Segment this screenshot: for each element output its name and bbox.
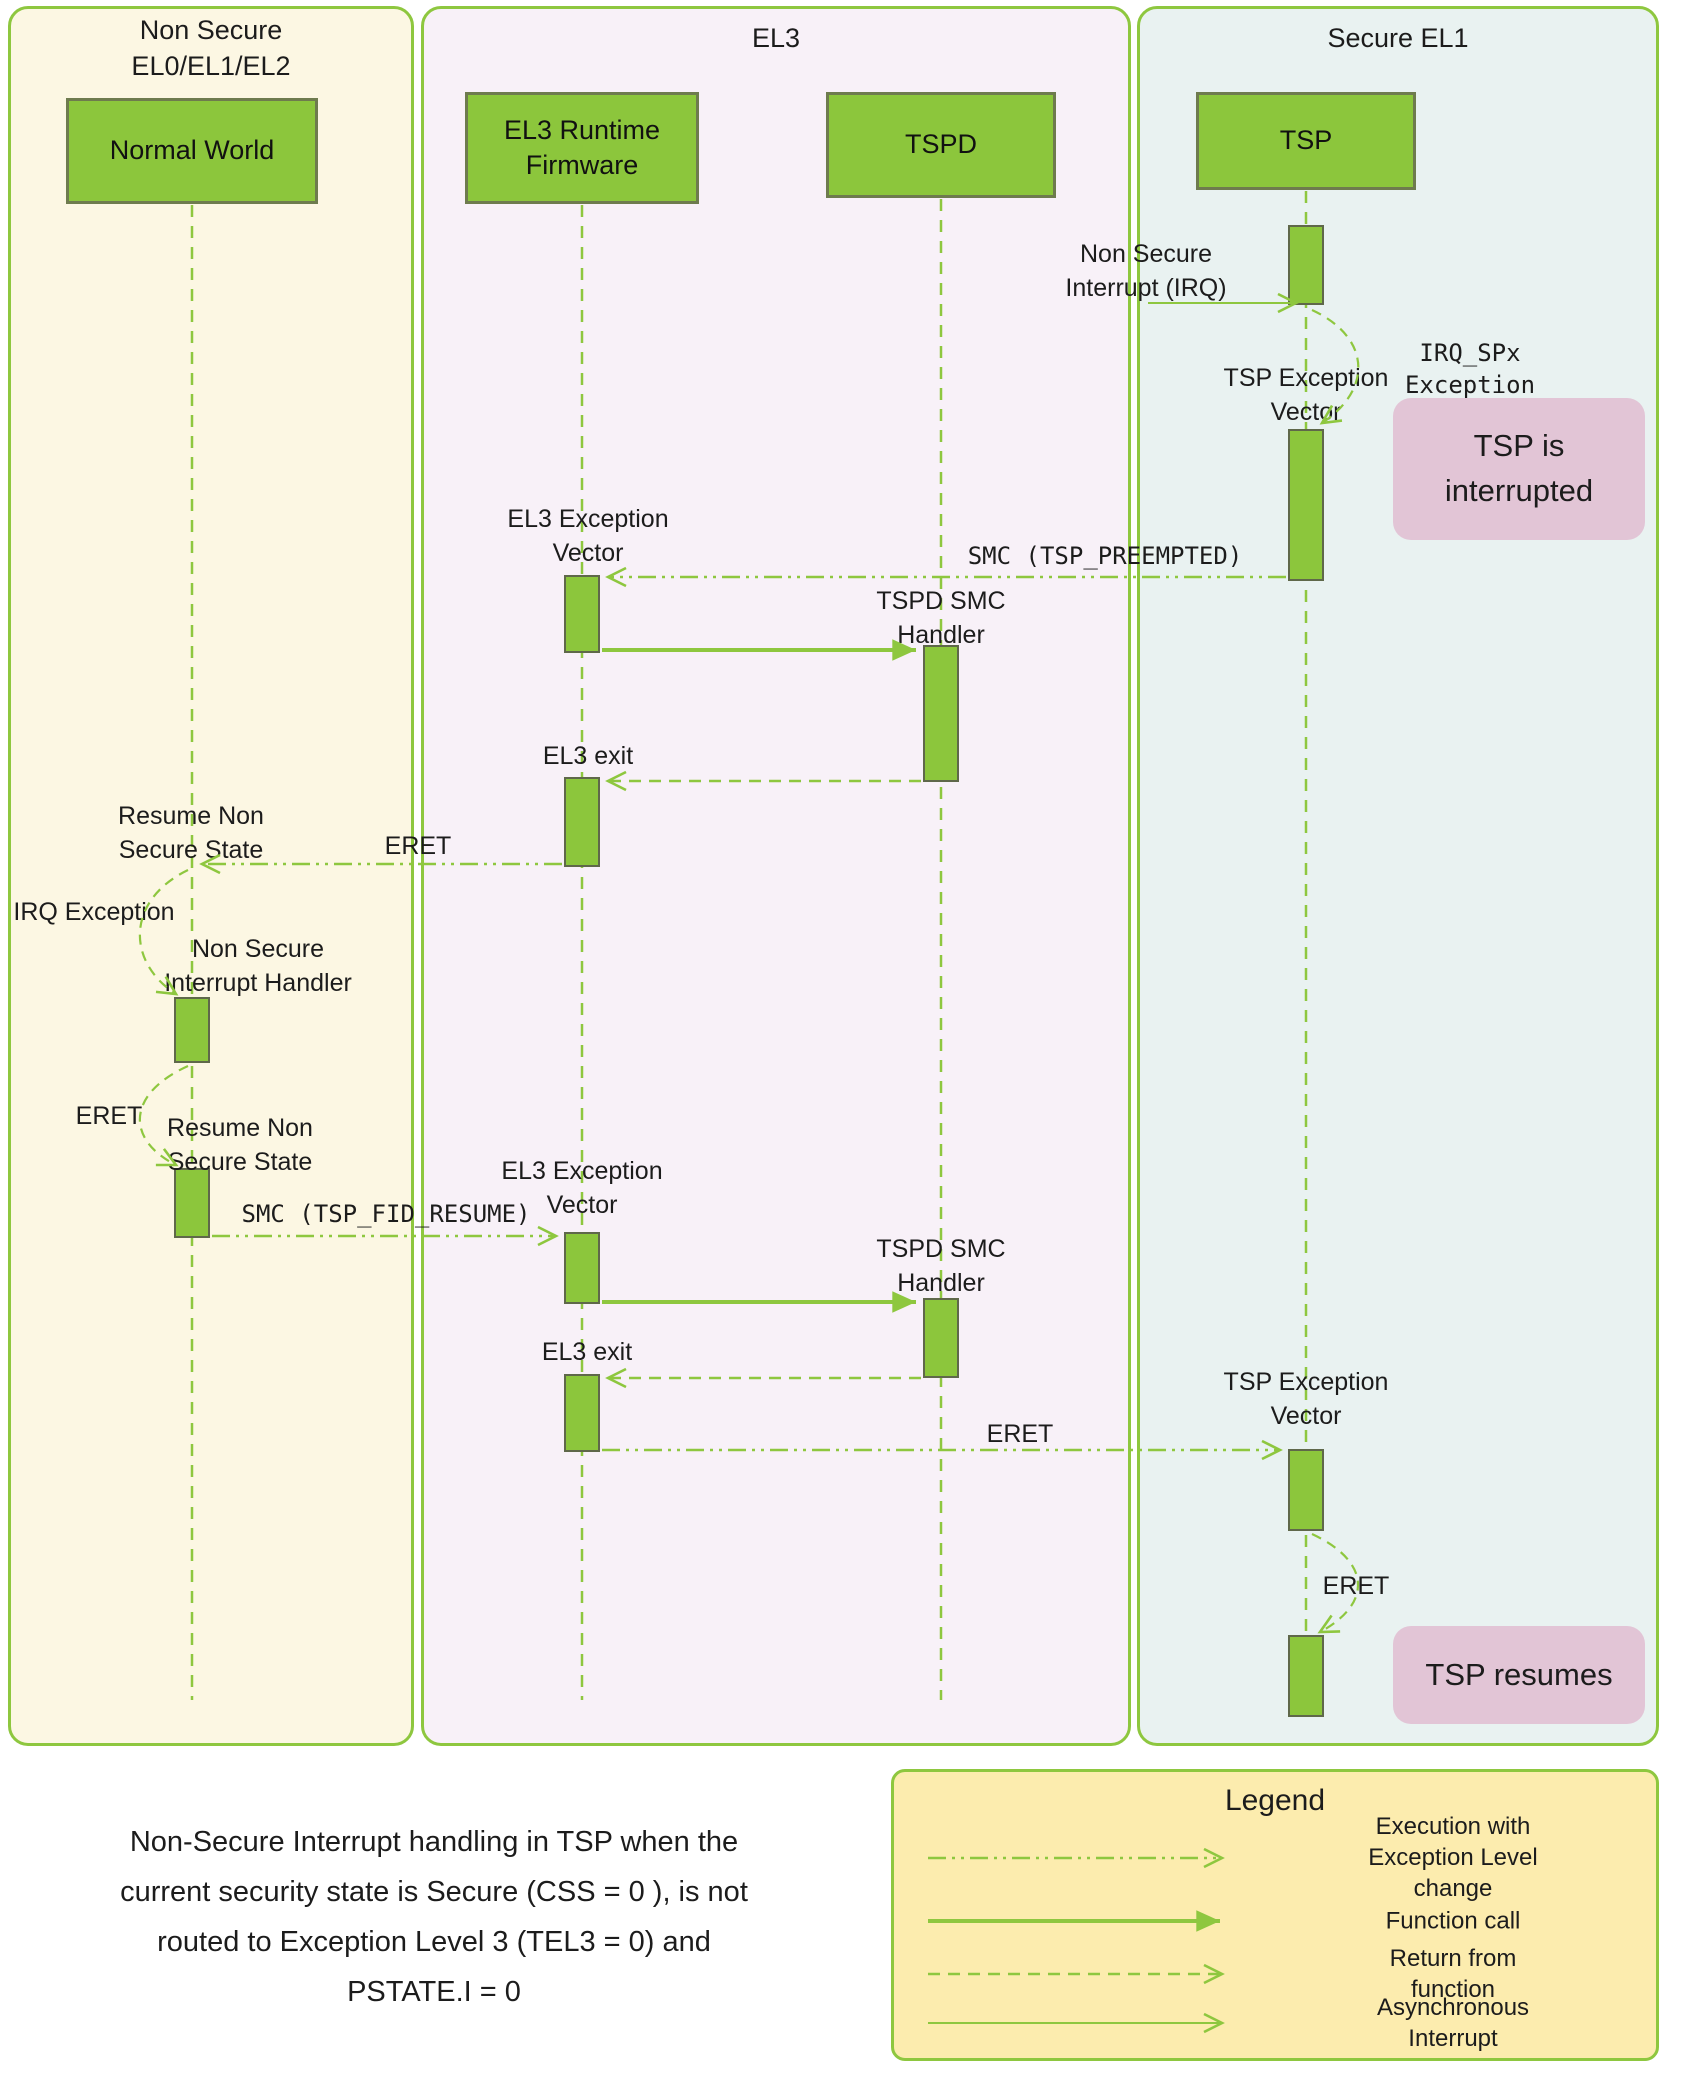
label-el3-exception-vector-1: EL3 Exception Vector [507, 505, 669, 567]
label-tsp-exception-vector-1: TSP Exception Vector [1223, 364, 1389, 426]
label-el3-exception-vector-2: EL3 Exception Vector [501, 1157, 663, 1219]
legend-item-label-asynchronous-interrupt: Asynchronous Interrupt [1376, 1993, 1530, 2052]
label-smc-preempted: SMC (TSP_PREEMPTED) [967, 542, 1243, 570]
legend-arrow-return-from-function [928, 1963, 1225, 1985]
legend-title: Legend [1224, 1784, 1326, 1817]
label-tspd-smc-handler-2: TSPD SMC Handler [876, 1235, 1006, 1297]
note-tsp-resumes: TSP resumes [1393, 1626, 1645, 1724]
label-smc-fid-resume: SMC (TSP_FID_RESUME) [241, 1200, 531, 1228]
legend-arrow-exception-level-change [928, 1847, 1225, 1869]
label-tsp-exception-vector-2: TSP Exception Vector [1223, 1368, 1389, 1430]
legend-item-label-function-call: Function call [1385, 1907, 1521, 1935]
activation-ns-interrupt-handler [174, 997, 210, 1063]
lane-title-el3: EL3 [751, 23, 801, 53]
label-non-secure-irq: Non Secure Interrupt (IRQ) [1065, 240, 1227, 302]
actor-tsp: TSP [1196, 92, 1416, 190]
lane-title-secure-el1: Secure EL1 [1327, 23, 1469, 53]
lane-secure-el1 [1137, 6, 1659, 1746]
label-el3-exit-2: EL3 exit [541, 1338, 633, 1366]
activation-tsp-running [1288, 225, 1324, 305]
legend-arrow-asynchronous-interrupt [928, 2012, 1225, 2034]
activation-tspd-smc-handler-2 [923, 1298, 959, 1378]
lane-non-secure [8, 6, 414, 1746]
diagram-caption: Non-Secure Interrupt handling in TSP whe… [120, 1826, 748, 2008]
activation-tsp-resumed [1288, 1635, 1324, 1717]
label-ns-interrupt-handler: Non Secure Interrupt Handler [164, 935, 352, 997]
note-tsp-interrupted: TSP is interrupted [1393, 398, 1645, 540]
activation-el3-exit-1 [564, 777, 600, 867]
lane-title-non-secure: Non Secure EL0/EL1/EL2 [131, 15, 291, 82]
actor-tspd: TSPD [826, 92, 1056, 198]
label-eret-1: ERET [384, 832, 452, 860]
label-eret-4: ERET [1322, 1572, 1390, 1600]
activation-el3-exception-vector-1 [564, 575, 600, 653]
activation-tspd-smc-handler-1 [923, 645, 959, 782]
activation-tsp-exception-vector-1 [1288, 429, 1324, 581]
label-eret-3: ERET [986, 1420, 1054, 1448]
activation-resume-non-secure [174, 1168, 210, 1238]
lane-el3 [421, 6, 1131, 1746]
legend-arrow-function-call [928, 1910, 1220, 1932]
label-tspd-smc-handler-1: TSPD SMC Handler [876, 587, 1006, 649]
activation-el3-exception-vector-2 [564, 1232, 600, 1304]
label-resume-non-secure-2: Resume Non Secure State [167, 1114, 313, 1176]
activation-tsp-exception-vector-2 [1288, 1449, 1324, 1531]
label-irq-spx-exception: IRQ_SPx Exception [1404, 339, 1536, 400]
actor-normal-world: Normal World [66, 98, 318, 204]
label-eret-2: ERET [75, 1102, 143, 1130]
actor-el3-runtime-firmware: EL3 Runtime Firmware [465, 92, 699, 204]
legend-item-label-return-from-function: Return from function [1389, 1944, 1517, 2003]
label-resume-non-secure-1: Resume Non Secure State [118, 802, 264, 864]
activation-el3-exit-2 [564, 1374, 600, 1452]
legend-item-label-exception-level-change: Execution with Exception Level change [1368, 1813, 1538, 1903]
label-irq-exception: IRQ Exception [13, 898, 175, 926]
label-el3-exit-1: EL3 exit [542, 742, 634, 770]
legend: Legend Execution with Exception Level ch… [891, 1769, 1659, 2061]
